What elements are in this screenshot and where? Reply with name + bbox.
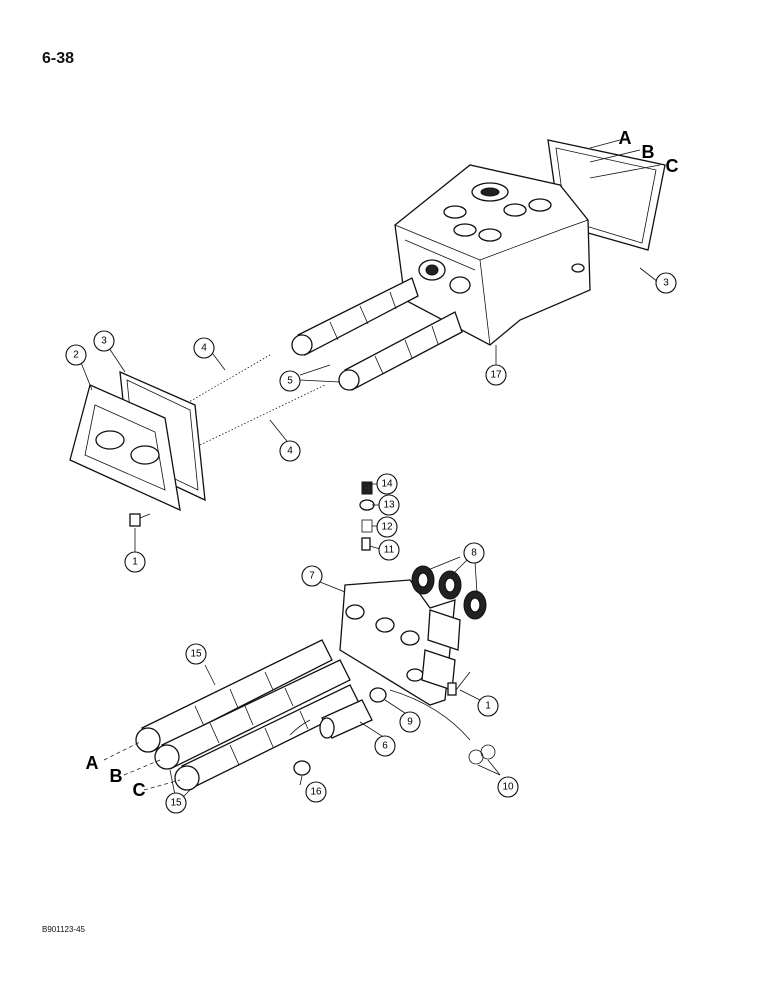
svg-text:4: 4 — [287, 446, 293, 457]
callout-3-left: 3 — [93, 330, 115, 352]
ring-16 — [293, 760, 311, 776]
callout-16: 16 — [305, 781, 327, 803]
snap-ring — [289, 719, 311, 736]
callout-1-upper: 1 — [124, 551, 146, 573]
callout-5: 5 — [279, 370, 301, 392]
svg-text:11: 11 — [384, 545, 395, 556]
svg-text:15: 15 — [190, 649, 202, 660]
svg-text:4: 4 — [201, 343, 207, 354]
callout-6: 6 — [374, 735, 396, 757]
letter-bottom-c: C — [133, 780, 146, 800]
svg-text:3: 3 — [101, 336, 107, 347]
callout-8: 8 — [463, 542, 485, 564]
callout-4-bottom: 4 — [279, 440, 301, 462]
springs — [174, 354, 326, 446]
leader-lines — [79, 139, 661, 799]
svg-text:8: 8 — [471, 548, 477, 559]
svg-text:5: 5 — [287, 376, 293, 387]
callout-15-top: 15 — [185, 643, 207, 665]
svg-text:13: 13 — [383, 500, 395, 511]
letter-bottom-a: A — [86, 753, 99, 773]
letter-top-a: A — [619, 128, 632, 148]
figure-code: B901123-45 — [42, 925, 85, 934]
lower-screw — [447, 671, 471, 696]
lower-spools — [135, 639, 361, 791]
callout-1-lower: 1 — [477, 695, 499, 717]
small-parts-stack — [359, 481, 375, 551]
o-ring-9 — [369, 687, 387, 703]
plate-sleeves — [421, 609, 461, 691]
svg-text:2: 2 — [73, 350, 79, 361]
letter-bottom-b: B — [110, 766, 123, 786]
svg-text:10: 10 — [502, 782, 514, 793]
svg-text:7: 7 — [309, 571, 315, 582]
callout-13: 13 — [378, 494, 400, 516]
svg-text:14: 14 — [381, 479, 393, 490]
valve-body — [394, 164, 591, 346]
svg-text:9: 9 — [407, 717, 413, 728]
svg-text:16: 16 — [310, 787, 322, 798]
end-cap — [69, 384, 181, 512]
o-rings-10 — [468, 744, 496, 765]
page-number: 6-38 — [42, 50, 75, 67]
callout-11: 11 — [378, 539, 400, 561]
svg-text:6: 6 — [382, 741, 388, 752]
callout-12: 12 — [376, 516, 398, 538]
callout-17: 17 — [485, 364, 507, 386]
callout-4-top: 4 — [193, 337, 215, 359]
callout-2: 2 — [65, 344, 87, 366]
svg-text:17: 17 — [490, 370, 502, 381]
upper-screw — [129, 513, 151, 527]
seals — [411, 565, 487, 620]
callout-7: 7 — [301, 565, 323, 587]
upper-spools — [291, 277, 463, 391]
svg-text:3: 3 — [663, 278, 669, 289]
callout-10: 10 — [497, 776, 519, 798]
callout-3-right: 3 — [655, 272, 677, 294]
svg-text:12: 12 — [381, 522, 393, 533]
svg-text:15: 15 — [170, 798, 182, 809]
callout-14: 14 — [376, 473, 398, 495]
letter-top-c: C — [666, 156, 679, 176]
letter-top-b: B — [642, 142, 655, 162]
svg-text:1: 1 — [132, 557, 138, 568]
drain-line — [389, 689, 471, 741]
plunger — [319, 699, 373, 739]
callout-9: 9 — [399, 711, 421, 733]
svg-text:1: 1 — [485, 701, 491, 712]
callout-15-bottom: 15 — [165, 792, 187, 814]
